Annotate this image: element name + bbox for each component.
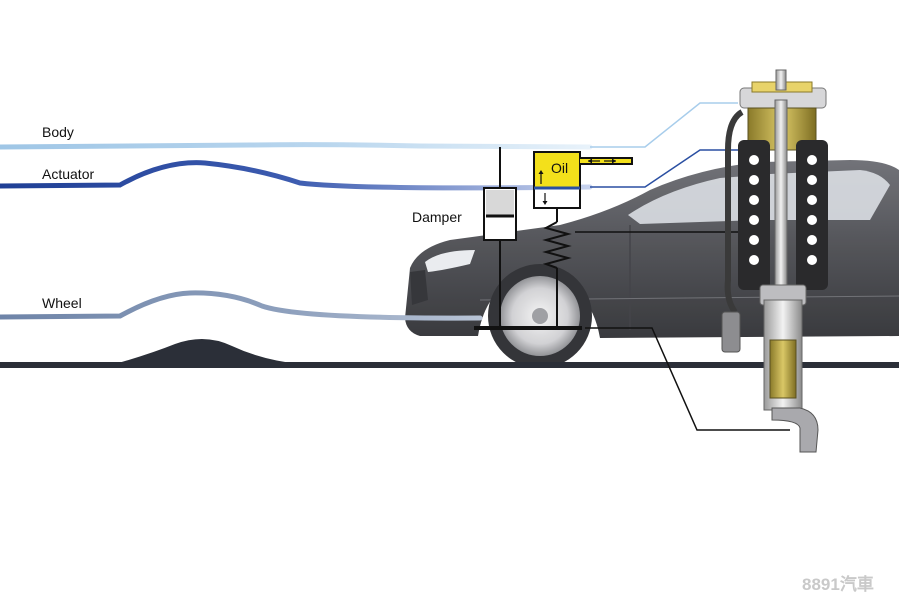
wheel-leader-line xyxy=(585,327,790,431)
car-hub xyxy=(532,308,548,324)
spring-coil xyxy=(542,221,572,269)
actuator-label: Actuator xyxy=(42,166,94,182)
car-headlight xyxy=(425,250,475,272)
leader-lines xyxy=(575,102,790,431)
wheel-motion-line xyxy=(0,290,483,321)
spring-coil-sections xyxy=(749,155,817,265)
body-label: Body xyxy=(42,124,74,140)
damper-label: Damper xyxy=(412,209,462,225)
hydraulic-hose xyxy=(724,109,744,314)
actuator-piston-chamber xyxy=(533,187,581,209)
hose-connector xyxy=(721,311,741,353)
suspension-schematic xyxy=(474,147,633,330)
oil-flow-arrowhead-right xyxy=(612,158,616,164)
oil-up-arrowhead xyxy=(538,170,544,174)
strut-top-stud xyxy=(775,69,787,91)
damper-chamber-upper xyxy=(486,190,514,216)
road xyxy=(0,338,899,368)
car-grille xyxy=(410,270,428,305)
strut-cutaway xyxy=(721,69,828,453)
actuator-motion-line xyxy=(0,160,593,191)
road-surface xyxy=(0,362,899,368)
actuator-leader-line xyxy=(590,149,740,188)
piston-down-arrowhead xyxy=(542,201,548,205)
body-leader-line xyxy=(590,102,738,148)
piston-rod xyxy=(774,99,788,301)
wheel-label: Wheel xyxy=(42,295,82,311)
oil-label: Oil xyxy=(551,160,568,176)
car-window-rear xyxy=(770,170,890,220)
damper-oil-section xyxy=(769,339,797,399)
lower-mount-bracket xyxy=(771,407,819,453)
road-bump xyxy=(115,338,300,364)
body-motion-line xyxy=(0,142,593,150)
oil-flow-arrowhead-left xyxy=(588,158,592,164)
oil-chamber xyxy=(533,151,581,189)
watermark: 8891汽車 xyxy=(802,574,874,594)
